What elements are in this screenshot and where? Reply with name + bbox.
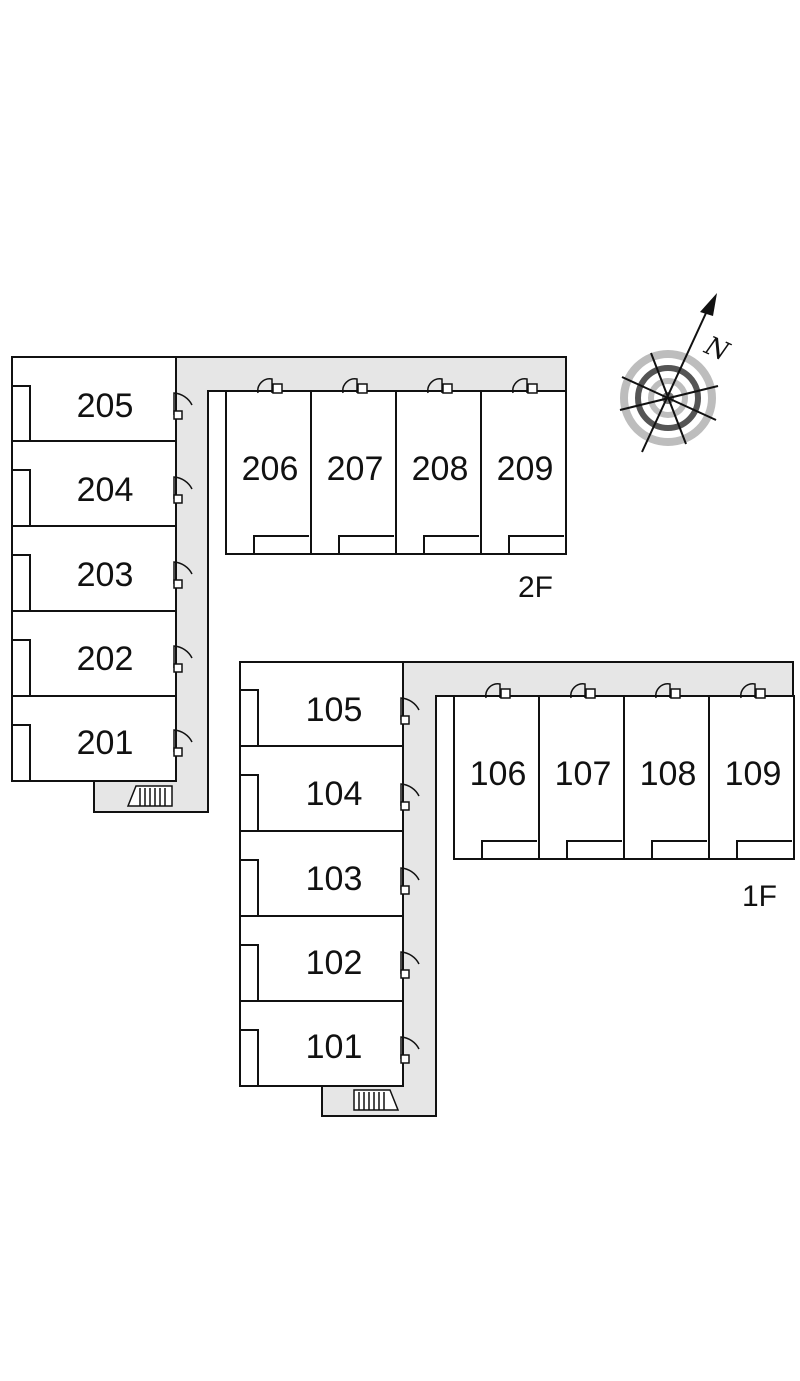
room-label: 208 bbox=[412, 450, 469, 488]
room-101: 101 bbox=[239, 1000, 420, 1087]
room-label: 103 bbox=[306, 860, 363, 898]
room-203: 203 bbox=[11, 525, 193, 612]
room-204: 204 bbox=[11, 440, 193, 527]
room-label: 107 bbox=[555, 755, 612, 793]
room-106: 106 bbox=[453, 683, 540, 860]
room-label: 202 bbox=[77, 640, 134, 678]
floor-label-2f: 2F bbox=[518, 571, 553, 604]
room-108: 108 bbox=[623, 683, 710, 860]
room-206: 206 bbox=[225, 378, 312, 555]
room-label: 105 bbox=[306, 691, 363, 729]
room-label: 109 bbox=[725, 755, 782, 793]
room-104: 104 bbox=[239, 745, 420, 832]
stairs-1f-icon bbox=[353, 1089, 400, 1111]
stairs-2f-icon bbox=[126, 785, 173, 807]
room-label: 104 bbox=[306, 775, 363, 813]
room-209: 209 bbox=[480, 378, 567, 555]
room-label: 106 bbox=[470, 755, 527, 793]
room-107: 107 bbox=[538, 683, 625, 860]
north-label: N bbox=[699, 331, 734, 369]
room-202: 202 bbox=[11, 610, 193, 697]
room-label: 204 bbox=[77, 471, 134, 509]
room-label: 201 bbox=[77, 724, 134, 762]
room-103: 103 bbox=[239, 830, 420, 917]
floor-1f: 105 104 103 102 101 bbox=[239, 661, 795, 1117]
room-205: 205 bbox=[11, 356, 193, 442]
room-label: 203 bbox=[77, 556, 134, 594]
room-label: 206 bbox=[242, 450, 299, 488]
floor-2f: 205 204 203 202 201 bbox=[11, 356, 567, 813]
room-109: 109 bbox=[708, 683, 795, 860]
room-208: 208 bbox=[395, 378, 482, 555]
room-label: 205 bbox=[77, 387, 134, 425]
room-label: 102 bbox=[306, 944, 363, 982]
room-201: 201 bbox=[11, 695, 193, 782]
room-105: 105 bbox=[239, 661, 420, 747]
room-label: 207 bbox=[327, 450, 384, 488]
room-102: 102 bbox=[239, 915, 420, 1002]
floor-label-1f: 1F bbox=[742, 880, 777, 913]
room-label: 108 bbox=[640, 755, 697, 793]
compass-rose-icon: N bbox=[619, 293, 734, 453]
room-label: 101 bbox=[306, 1028, 363, 1066]
room-label: 209 bbox=[497, 450, 554, 488]
room-207: 207 bbox=[310, 378, 397, 555]
